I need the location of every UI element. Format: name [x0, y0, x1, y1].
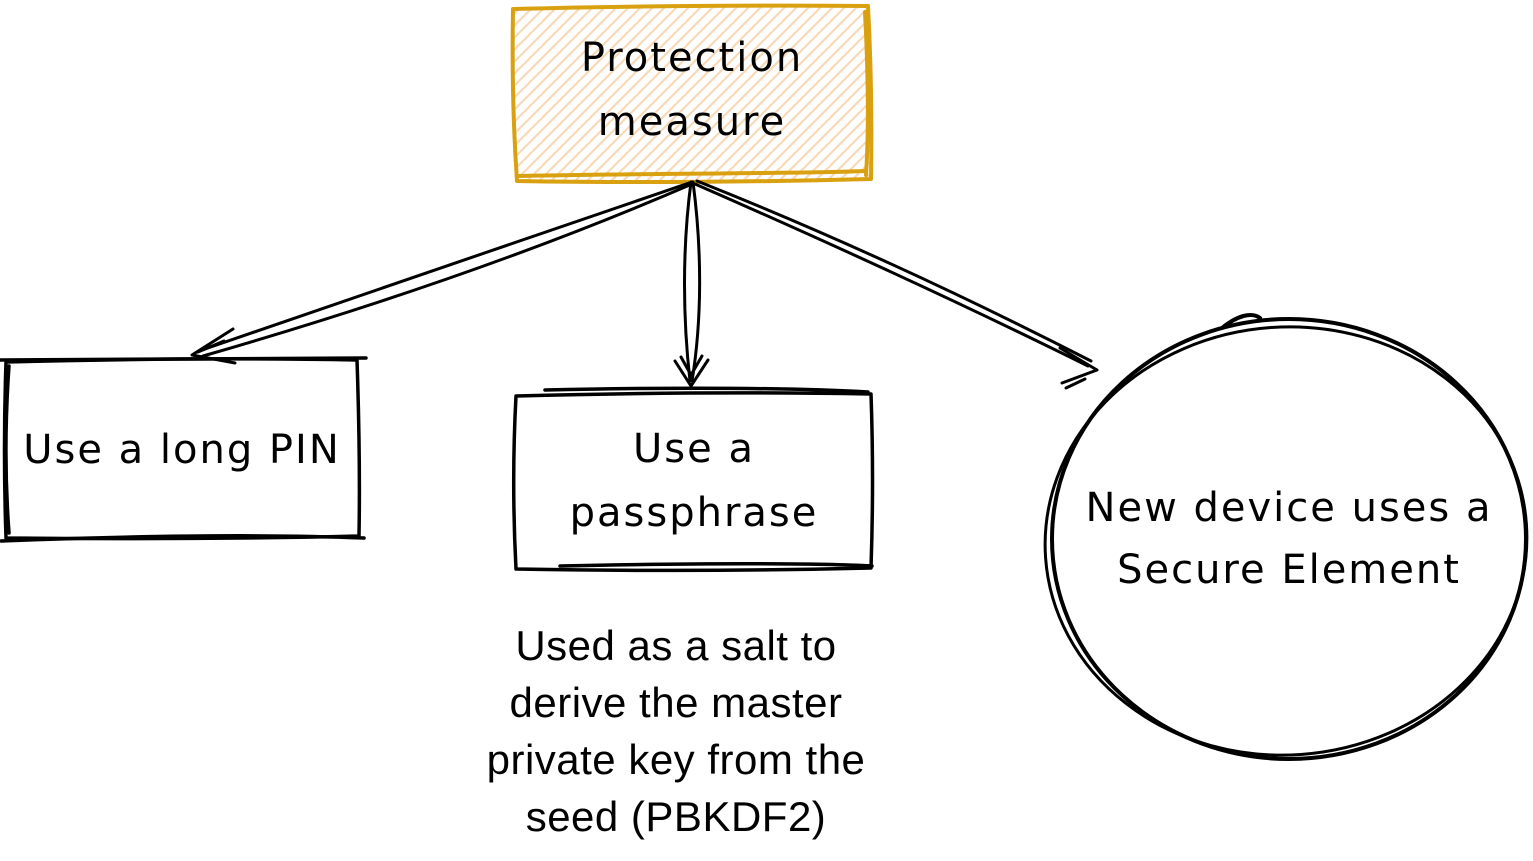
- passphrase-node-label[interactable]: Use a passphrase: [512, 417, 876, 545]
- root-node-shape[interactable]: [510, 3, 874, 185]
- passphrase-node-shape[interactable]: [512, 386, 875, 573]
- root-node-label-line2: measure: [597, 99, 787, 145]
- secure-element-node-label-line1: New device uses a: [1085, 485, 1493, 531]
- passphrase-caption-line2: derive the master: [509, 679, 843, 726]
- arrow-to-long-pin[interactable]: [190, 180, 694, 365]
- passphrase-caption-line3: private key from the: [486, 736, 866, 783]
- long-pin-node-label[interactable]: Use a long PIN: [0, 428, 372, 472]
- passphrase-node-label-line1: Use a: [633, 426, 755, 472]
- passphrase-node-label-line2: passphrase: [569, 490, 819, 536]
- secure-element-node-shape[interactable]: [1031, 311, 1533, 772]
- arrow-to-passphrase[interactable]: [673, 180, 710, 388]
- root-node-label-line1: Protection: [580, 35, 804, 81]
- passphrase-caption-line1: Used as a salt to: [515, 622, 837, 669]
- long-pin-node-label-text: Use a long PIN: [23, 427, 341, 473]
- root-node-label[interactable]: Protection measure: [512, 26, 872, 154]
- secure-element-node-label[interactable]: New device uses a Secure Element: [1047, 477, 1531, 601]
- secure-element-node-label-line2: Secure Element: [1117, 547, 1461, 593]
- passphrase-caption-line4: seed (PBKDF2): [525, 793, 827, 840]
- arrow-to-secure-element[interactable]: [693, 179, 1099, 390]
- passphrase-caption[interactable]: Used as a salt to derive the master priv…: [420, 617, 932, 845]
